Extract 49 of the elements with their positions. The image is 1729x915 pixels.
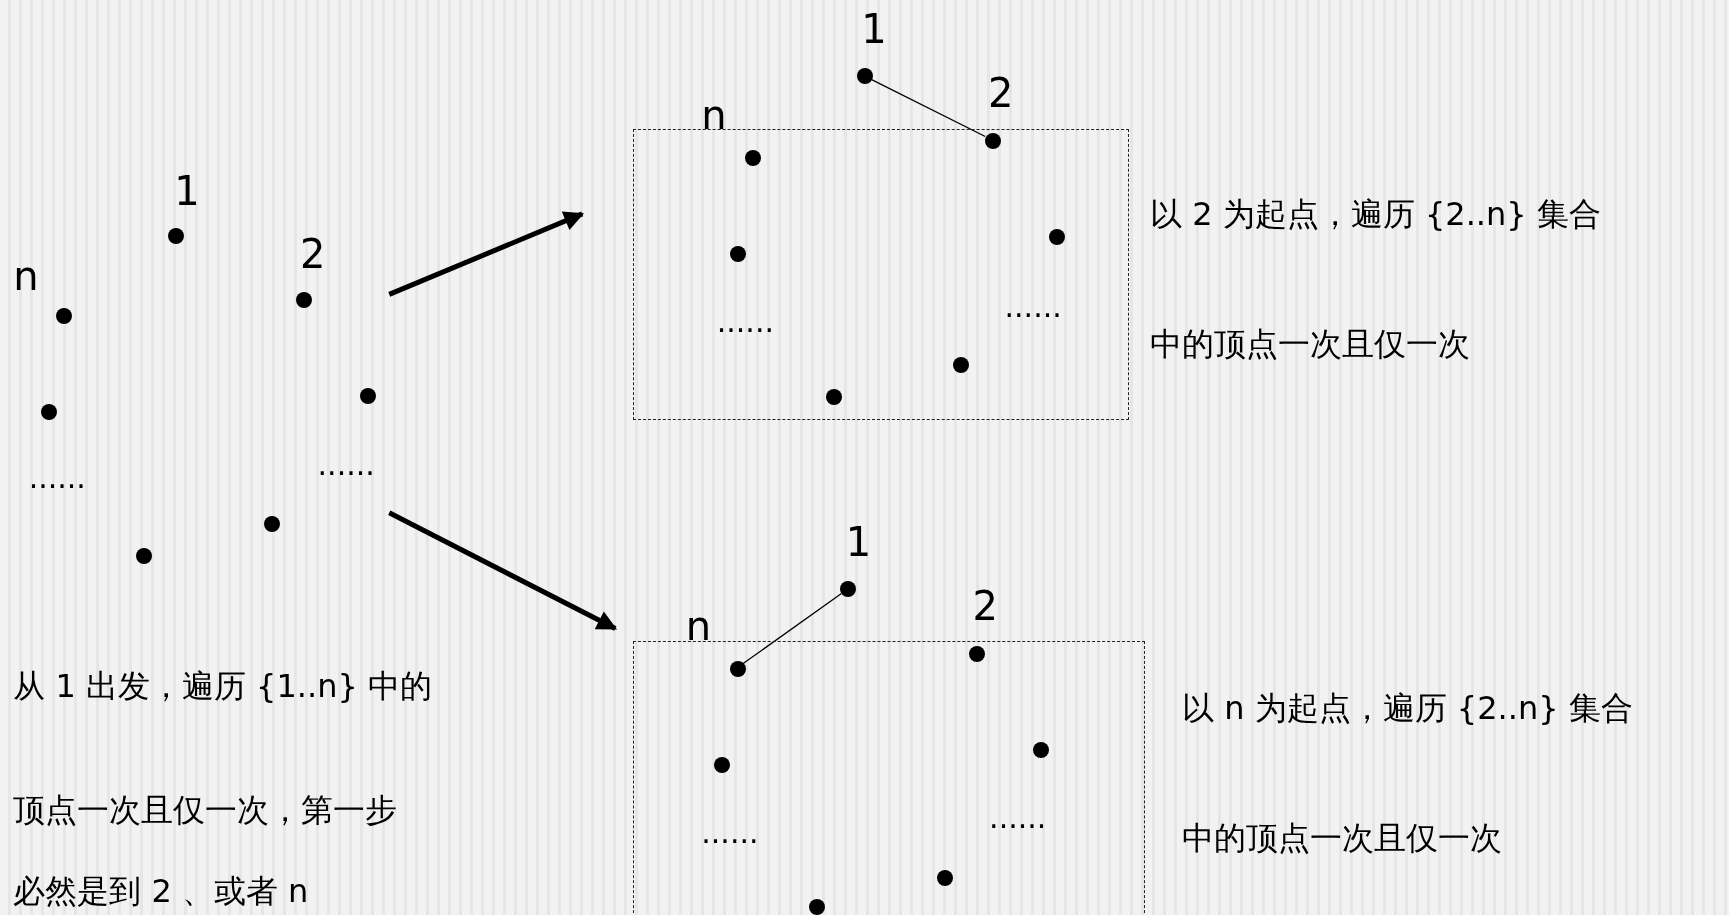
vertex-dot [168,227,185,244]
description-text: 顶点一次且仅一次，第一步 [13,789,399,831]
description-text: 以 n 为起点，遍历 {2..n} 集合 [1182,688,1634,730]
arrow [388,510,618,631]
description-text: 从 1 出发，遍历 {1..n} 中的 [13,666,433,707]
vertex-dot [968,645,985,662]
description-text: 中的顶点一次且仅一次 [1150,324,1472,366]
vertex-label: n [685,606,712,647]
ellipsis: ...... [989,802,1047,833]
vertex-label: 1 [174,170,200,211]
vertex-dot [1032,741,1049,758]
description-text: 中的顶点一次且仅一次 [1182,818,1504,860]
vertex-label: 2 [299,233,326,274]
vertex-dot [985,133,1002,149]
vertex-label: 2 [988,72,1014,113]
connector-line [871,79,986,138]
vertex-dot [264,515,281,532]
vertex-dot [936,869,953,886]
vertex-dot [40,404,57,421]
vertex-dot [856,68,873,85]
arrow [388,211,585,297]
vertex-label: 1 [861,8,887,49]
ellipsis: ...... [28,463,86,494]
vertex-dot [1049,228,1066,245]
vertex-label: n [13,255,39,296]
connector-line [742,592,843,665]
description-text: 以 2 为起点，遍历 {2..n} 集合 [1150,194,1602,236]
vertex-dot [953,356,970,373]
vertex-dot [808,899,825,915]
ellipsis: ...... [701,818,759,849]
ellipsis: ...... [716,306,774,337]
vertex-label: 2 [972,585,998,626]
vertex-dot [745,149,761,166]
vertex-dot [825,388,842,405]
ellipsis: ...... [317,449,375,480]
vertex-label: 1 [845,521,872,562]
vertex-dot [296,291,313,308]
vertex-dot [729,661,746,678]
vertex-dot [136,547,153,564]
vertex-dot [360,387,377,404]
dashed-frame [632,129,1130,421]
vertex-dot [839,580,856,597]
dashed-frame [632,640,1145,915]
vertex-dot [729,245,746,262]
vertex-dot [714,757,731,774]
ellipsis: ...... [1004,292,1062,323]
description-text: 必然是到 2 、或者 n [13,871,310,913]
vertex-label: n [701,94,727,135]
vertex-dot [55,308,72,325]
